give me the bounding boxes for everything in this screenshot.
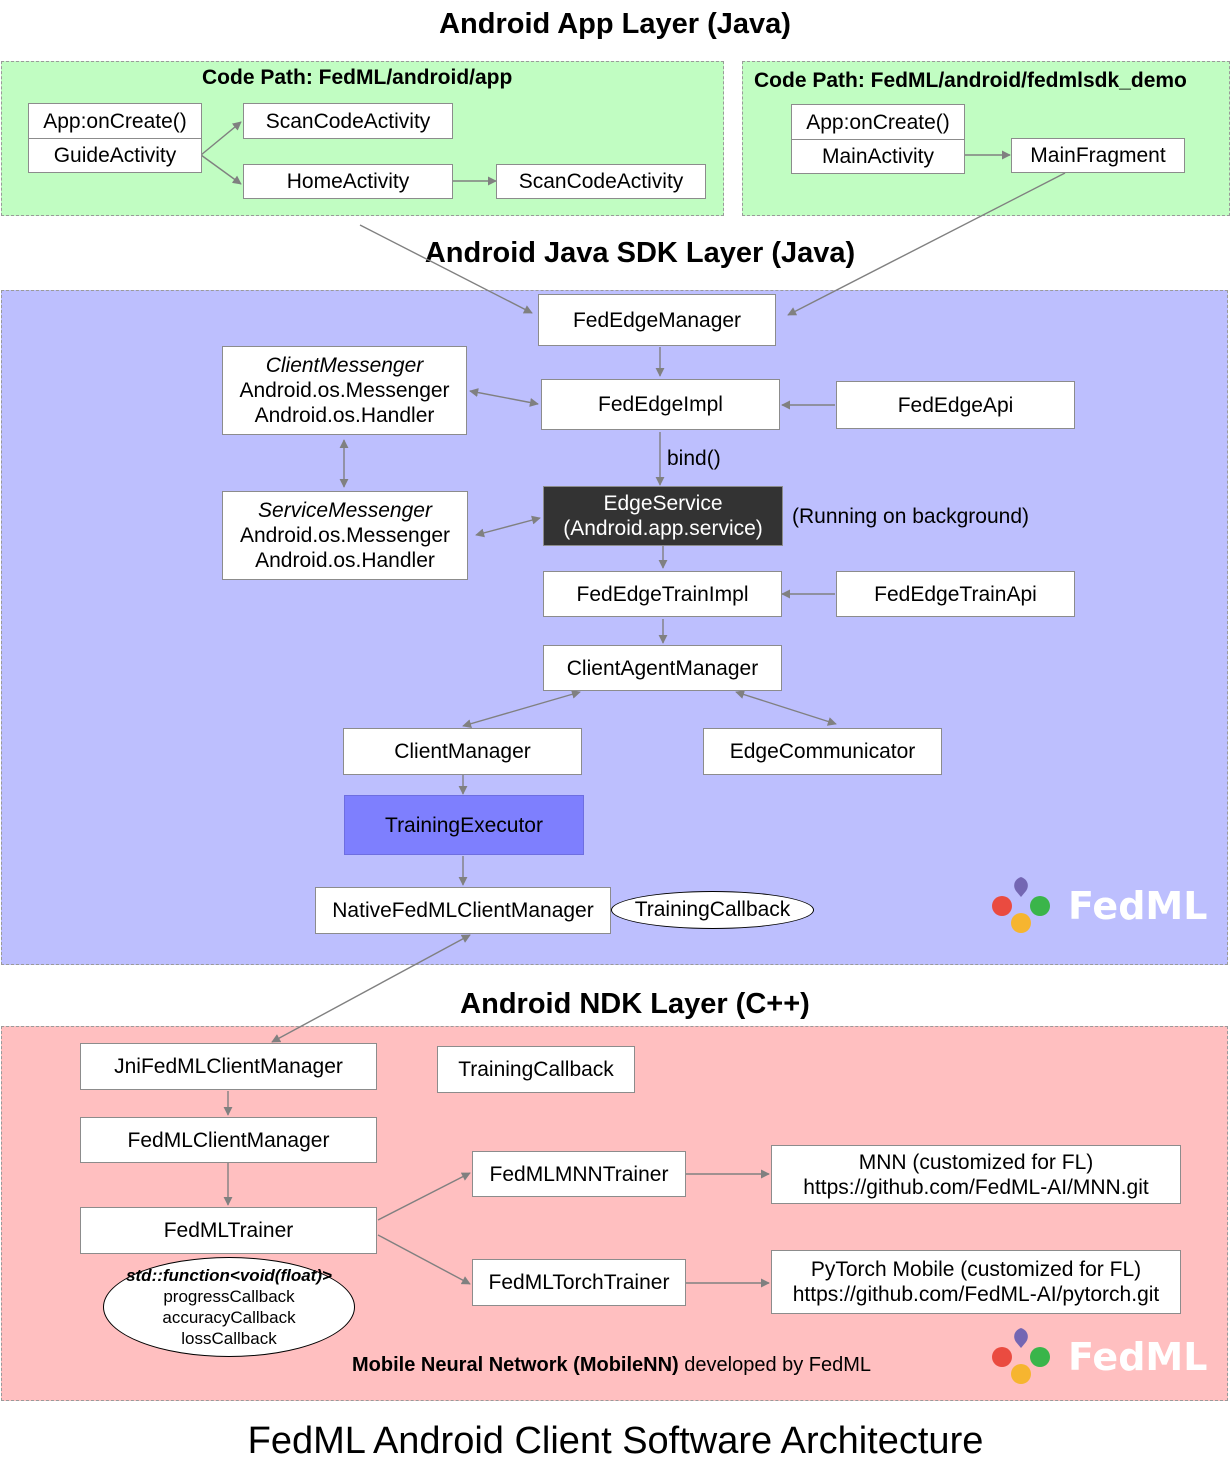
fedml-logo-icon <box>992 877 1050 933</box>
mobilenn-footer: Mobile Neural Network (MobileNN) develop… <box>352 1354 871 1377</box>
edge-service-line1: EdgeService <box>603 492 723 515</box>
mnn-box: MNN (customized for FL) https://github.c… <box>771 1145 1181 1204</box>
loss-callback: lossCallback <box>181 1329 277 1348</box>
arrow-fragment-to-fededgemanager <box>787 172 1066 316</box>
pytorch-line1: PyTorch Mobile (customized for FL) <box>810 1258 1142 1281</box>
fed-edge-impl-box: FedEdgeImpl <box>541 379 780 430</box>
mnn-link: https://github.com/FedML-AI/MNN.git <box>803 1175 1149 1199</box>
scan-code-activity-box-1: ScanCodeActivity <box>243 103 453 139</box>
app-layer-title: Android App Layer (Java) <box>439 8 791 40</box>
service-messenger-line2: Android.os.Handler <box>255 549 435 572</box>
arrow-clientmessenger-impl <box>469 388 539 407</box>
arrow-trainer-to-torch <box>377 1234 471 1285</box>
bind-label: bind() <box>667 447 721 470</box>
pytorch-link: https://github.com/FedML-AI/pytorch.git <box>792 1283 1160 1306</box>
callbacks-ellipse: std::function<void(float)> progressCallb… <box>103 1257 355 1357</box>
arrow-trainer-to-mnn <box>377 1172 471 1221</box>
home-activity-box: HomeActivity <box>243 164 453 199</box>
guide-activity-box: GuideActivity <box>28 138 202 173</box>
service-messenger-line1: Android.os.Messenger <box>239 524 451 547</box>
arrow-servicemessenger-edgeservice <box>475 515 541 538</box>
fedml-mnn-trainer-box: FedMLMNNTrainer <box>472 1151 686 1197</box>
arrow-agent-clientmanager <box>462 689 581 729</box>
training-callback-ellipse-sdk: TrainingCallback <box>611 891 814 929</box>
fedml-trainer-box: FedMLTrainer <box>80 1207 377 1254</box>
training-executor-box: TrainingExecutor <box>344 795 584 855</box>
edge-communicator-box: EdgeCommunicator <box>703 728 942 775</box>
fedml-logo-text-ndk: FedML <box>1068 1335 1208 1379</box>
main-fragment-box: MainFragment <box>1011 138 1185 173</box>
scan-code-activity-box-2: ScanCodeActivity <box>496 164 706 199</box>
pytorch-box: PyTorch Mobile (customized for FL) https… <box>771 1250 1181 1314</box>
client-messenger-line1: Android.os.Messenger <box>239 379 450 402</box>
client-manager-box: ClientManager <box>343 728 582 775</box>
training-callback-label-sdk: TrainingCallback <box>634 898 791 921</box>
running-background-note: (Running on background) <box>792 505 1029 528</box>
edge-service-box: EdgeService (Android.app.service) <box>543 486 783 546</box>
app-oncreate-box: App:onCreate() <box>28 103 202 139</box>
ndk-layer-title: Android NDK Layer (C++) <box>460 988 810 1020</box>
fed-edge-train-api-box: FedEdgeTrainApi <box>836 571 1075 617</box>
jni-fedml-client-manager-box: JniFedMLClientManager <box>80 1043 377 1090</box>
fed-edge-train-impl-box: FedEdgeTrainImpl <box>543 571 782 617</box>
accuracy-callback: accuracyCallback <box>162 1308 296 1327</box>
arrow-guide-to-scancode <box>200 121 242 156</box>
training-callback-box-ndk: TrainingCallback <box>437 1046 635 1093</box>
service-messenger-title: ServiceMessenger <box>258 499 432 522</box>
arrow-guide-to-home <box>200 154 242 185</box>
service-messenger-box: ServiceMessenger Android.os.Messenger An… <box>222 491 468 580</box>
client-messenger-box: ClientMessenger Android.os.Messenger And… <box>222 346 467 435</box>
native-fedml-client-manager-box: NativeFedMLClientManager <box>315 887 611 934</box>
sdk-layer-title: Android Java SDK Layer (Java) <box>424 237 856 269</box>
diagram-caption: FedML Android Client Software Architectu… <box>247 1420 984 1462</box>
fedml-torch-trainer-box: FedMLTorchTrainer <box>472 1259 686 1306</box>
mobilenn-footer-bold: Mobile Neural Network (MobileNN) <box>352 1354 679 1376</box>
arrow-native-jni <box>271 934 471 1043</box>
app-oncreate-box-demo: App:onCreate() <box>791 104 965 140</box>
fed-edge-api-box: FedEdgeApi <box>836 381 1075 429</box>
main-activity-box: MainActivity <box>791 139 965 174</box>
fedml-logo-text: FedML <box>1068 884 1208 928</box>
code-path-sdk-demo: Code Path: FedML/android/fedmlsdk_demo <box>754 69 1187 92</box>
client-messenger-title: ClientMessenger <box>265 354 424 377</box>
mobilenn-footer-rest: developed by FedML <box>678 1354 872 1376</box>
callback-signature: std::function<void(float)> <box>126 1266 332 1285</box>
code-path-app: Code Path: FedML/android/app <box>202 66 513 89</box>
fed-edge-manager-box: FedEdgeManager <box>538 294 776 346</box>
mnn-line1: MNN (customized for FL) <box>858 1150 1094 1174</box>
fedml-logo-icon-ndk <box>992 1328 1050 1384</box>
client-messenger-line2: Android.os.Handler <box>254 404 435 427</box>
client-agent-manager-box: ClientAgentManager <box>543 645 782 691</box>
arrow-agent-communicator <box>735 690 837 726</box>
progress-callback: progressCallback <box>163 1287 295 1306</box>
fedml-client-manager-box: FedMLClientManager <box>80 1117 377 1163</box>
arrow-app-to-fededgemanager <box>359 224 533 314</box>
edge-service-line2: (Android.app.service) <box>563 517 763 540</box>
